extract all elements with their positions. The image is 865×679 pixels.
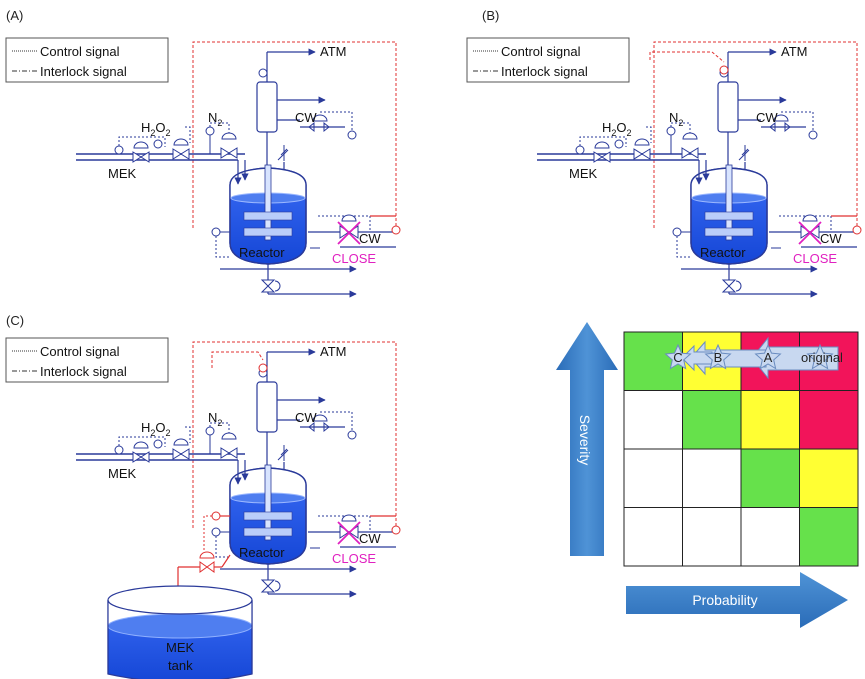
reactor-label: Reactor: [239, 545, 285, 560]
close-label: CLOSE: [332, 551, 376, 566]
matrix-cell-white: [682, 507, 742, 567]
probability-label: Probability: [692, 592, 757, 608]
tank-label-line2: tank: [168, 658, 193, 673]
mek-label: MEK: [108, 166, 137, 181]
matrix-cell-red: [799, 390, 859, 450]
legend-control-label: Control signal: [501, 44, 581, 59]
close-label: CLOSE: [793, 251, 837, 266]
reactor-label: Reactor: [239, 245, 285, 260]
matrix-cell-green: [682, 390, 742, 450]
vent-interlock-valve-icon: [258, 363, 268, 373]
interlock-vent-line: [649, 51, 725, 63]
probability-arrow: [626, 572, 848, 628]
tank-label-line1: MEK: [166, 640, 195, 655]
close-label: CLOSE: [332, 251, 376, 266]
cw-jacket-label: CW: [359, 231, 381, 246]
marker-a: A: [754, 343, 782, 370]
legend-interlock-label: Interlock signal: [40, 64, 127, 79]
legend-interlock-label: Interlock signal: [501, 64, 588, 79]
vent-interlock-valve-icon: [719, 65, 729, 75]
mek-label: MEK: [569, 166, 598, 181]
h2o2-label: H2O2: [141, 120, 171, 138]
severity-label: Severity: [577, 415, 593, 466]
atm-label: ATM: [781, 44, 807, 59]
cw-condenser-label: CW: [295, 410, 317, 425]
star-icon: [664, 343, 692, 370]
marker-original: original: [801, 343, 843, 370]
h2o2-label: H2O2: [141, 420, 171, 438]
reactor-label: Reactor: [700, 245, 746, 260]
marker-label: original: [801, 350, 843, 365]
svg-text:N2: N2: [669, 110, 683, 128]
legend-control-label: Control signal: [40, 44, 120, 59]
legend-interlock-label: Interlock signal: [40, 364, 127, 379]
mek-tank: [107, 585, 253, 679]
matrix-cell-white: [623, 448, 683, 508]
marker-c: C: [664, 343, 692, 370]
panel-b: (B) Control signal Interlock signal ATM …: [466, 8, 861, 294]
matrix-cell-white: [623, 507, 683, 567]
severity-arrow: [556, 322, 618, 556]
matrix-cell-white: [740, 507, 800, 567]
panel-a: (A) Control signal Interlock signal ATM …: [5, 8, 400, 294]
star-icon: [754, 343, 782, 370]
cw-jacket-label: CW: [820, 231, 842, 246]
cw-condenser-label: CW: [295, 110, 317, 125]
panel-a-label: (A): [6, 8, 23, 23]
marker-b: B: [704, 343, 732, 370]
atm-label: ATM: [320, 44, 346, 59]
interlock-vent-line: [211, 351, 264, 368]
reduction-arrow-a-to-b: [690, 340, 767, 376]
star-icon: [806, 343, 834, 370]
marker-label: A: [764, 350, 773, 365]
n2-label: N2: [208, 410, 222, 428]
h2o2-label: H2O2: [602, 120, 632, 138]
cw-condenser-label: CW: [756, 110, 778, 125]
panel-c-legend: Control signal Interlock signal: [5, 337, 169, 383]
star-icon: [704, 343, 732, 370]
reduction-arrow-b-to-c: [681, 344, 713, 372]
panel-a-legend: Control signal Interlock signal: [5, 37, 169, 83]
matrix-cell-green: [799, 507, 859, 567]
n2-label: N2: [669, 110, 683, 128]
svg-text:H2O2: H2O2: [141, 420, 171, 438]
panel-c-label: (C): [6, 313, 24, 328]
legend-control-label: Control signal: [40, 344, 120, 359]
matrix-cell-white: [682, 448, 742, 508]
svg-text:N2: N2: [208, 410, 222, 428]
svg-text:H2O2: H2O2: [141, 120, 171, 138]
marker-label: B: [714, 350, 723, 365]
cw-jacket-label: CW: [359, 531, 381, 546]
matrix-cell-yellow: [740, 390, 800, 450]
matrix-cell-white: [623, 390, 683, 450]
panel-b-legend: Control signal Interlock signal: [466, 37, 630, 83]
panel-c: (C) Control signal Interlock signal: [5, 313, 400, 679]
matrix-cell-green: [740, 448, 800, 508]
n2-label: N2: [208, 110, 222, 128]
svg-text:N2: N2: [208, 110, 222, 128]
panel-b-label: (B): [482, 8, 499, 23]
dump-line: [174, 511, 231, 599]
mek-label: MEK: [108, 466, 137, 481]
svg-text:H2O2: H2O2: [602, 120, 632, 138]
matrix-cell-yellow: [799, 448, 859, 508]
marker-label: C: [673, 350, 682, 365]
atm-label: ATM: [320, 344, 346, 359]
